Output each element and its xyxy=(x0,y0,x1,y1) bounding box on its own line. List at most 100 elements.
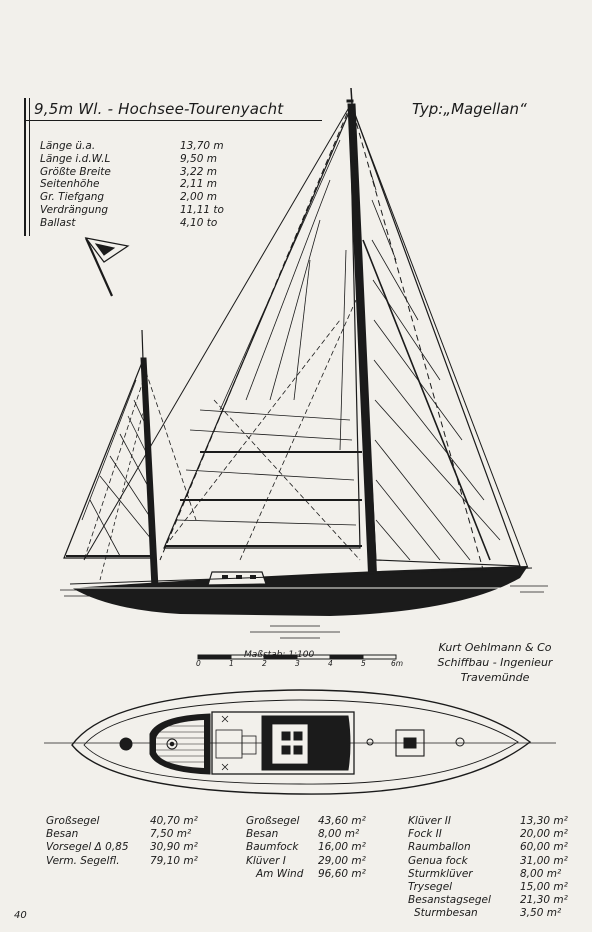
spec-label: Länge ü.a. xyxy=(40,140,96,152)
spec-row: Länge i.d.W.L 9,50 m xyxy=(40,153,250,166)
designer-place: Travemünde xyxy=(460,671,530,684)
rigging xyxy=(83,103,529,581)
spec-label: Seitenhöhe xyxy=(40,178,100,191)
title-underline xyxy=(24,120,322,121)
spec-row: Seitenhöhe 2,11 m xyxy=(40,178,250,191)
sail-name: Besan xyxy=(46,828,79,841)
sail-area: 16,00 m² xyxy=(318,841,366,854)
sail-areas-column-2: Großsegel 43,60 m² Besan 8,00 m² Baumfock 1… xyxy=(246,815,396,881)
scale-label: Maßstab: 1:100 xyxy=(244,650,315,660)
plan-title: 9,5m Wl. - Hochsee-Tourenyacht xyxy=(34,100,284,118)
sail-area-row: Sturmbesan 3,50 m² xyxy=(408,907,584,920)
dimension-table: Länge ü.a. 13,70 m Länge i.d.W.L 9,50 m … xyxy=(40,140,250,230)
sail-area-row: Fock II 20,00 m² xyxy=(408,828,584,841)
scale-tick-label: 3 xyxy=(295,659,300,668)
spec-row: Größte Breite 3,22 m xyxy=(40,166,250,179)
sail-area: 60,00 m² xyxy=(520,841,568,854)
spec-label: Länge i.d.W.L xyxy=(40,152,111,165)
sail-area-row: Verm. Segelfl. 79,10 m² xyxy=(46,855,226,868)
scale-tick-label: 0 xyxy=(196,659,201,668)
sail-area: 96,60 m² xyxy=(318,867,366,880)
sail-area-row: Am Wind 96,60 m² xyxy=(246,868,396,881)
yacht-type: Typ:„Magellan“ xyxy=(412,100,527,118)
spec-row: Länge ü.a. 13,70 m xyxy=(40,140,250,153)
spec-label: Ballast xyxy=(40,216,76,229)
sail-areas-column-3: Klüver II 13,30 m² Fock II 20,00 m² Raumba… xyxy=(408,815,584,921)
sail-area: 15,00 m² xyxy=(520,880,568,893)
sail-name: Am Wind xyxy=(256,867,304,880)
spec-label: Verdrängung xyxy=(40,203,109,216)
scale-ticks: 0 1 2 3 4 5 6m xyxy=(196,659,416,671)
sail-area: 21,30 m² xyxy=(520,894,568,907)
sail-area-row: Besan 8,00 m² xyxy=(246,828,396,841)
sail-area: 3,50 m² xyxy=(520,907,562,920)
designer-credit: Kurt Oehlmann & Co Schiffbau - Ingenieur… xyxy=(420,640,570,685)
sail-area: 8,00 m² xyxy=(520,867,562,880)
sail-area-row: Großsegel 43,60 m² xyxy=(246,815,396,828)
sail-area: 13,30 m² xyxy=(520,815,568,827)
scale-tick-label: 6m xyxy=(391,659,404,668)
spec-row: Verdrängung 11,11 to xyxy=(40,204,250,217)
sail-area: 20,00 m² xyxy=(520,828,568,841)
scale-tick-label: 5 xyxy=(361,659,366,668)
mizzen-sail xyxy=(63,359,197,581)
sail-area: 31,00 m² xyxy=(520,854,568,867)
sail-area-row: Baumfock 16,00 m² xyxy=(246,841,396,854)
scale-tick-label: 1 xyxy=(229,659,234,668)
sail-area-row: Klüver II 13,30 m² xyxy=(408,815,584,828)
page-number: 40 xyxy=(14,910,27,921)
spec-label: Größte Breite xyxy=(40,165,111,178)
spec-label: Gr. Tiefgang xyxy=(40,191,105,204)
sail-area-row: Klüver I 29,00 m² xyxy=(246,855,396,868)
scale-tick-label: 4 xyxy=(328,659,333,668)
title-frame-bar-inner xyxy=(29,98,30,236)
scale-tick-label: 2 xyxy=(262,659,267,668)
sail-name: Fock II xyxy=(408,828,442,841)
sail-name: Sturmbesan xyxy=(414,907,478,920)
jib-sail xyxy=(351,105,521,567)
sail-name: Großsegel xyxy=(246,815,300,827)
sail-area: 43,60 m² xyxy=(318,815,366,827)
sail-area: 79,10 m² xyxy=(150,854,198,867)
spec-value: 2,00 m xyxy=(180,191,217,204)
spec-row: Ballast 4,10 to xyxy=(40,217,250,230)
sail-area: 8,00 m² xyxy=(318,828,360,841)
sail-name: Trysegel xyxy=(408,880,453,893)
sail-name: Klüver II xyxy=(408,815,451,827)
sail-name: Besanstagsegel xyxy=(408,894,491,907)
spec-value: 3,22 m xyxy=(180,165,217,178)
sail-area-row: Trysegel 15,00 m² xyxy=(408,881,584,894)
pennant-flag-icon xyxy=(84,237,130,297)
sail-name: Klüver I xyxy=(246,854,286,867)
spec-value: 13,70 m xyxy=(180,140,224,152)
water-line xyxy=(60,585,548,639)
sail-area: 40,70 m² xyxy=(150,815,198,827)
spec-value: 9,50 m xyxy=(180,152,217,165)
sail-area-row: Besanstagsegel 21,30 m² xyxy=(408,894,584,907)
sail-area-row: Sturmklüver 8,00 m² xyxy=(408,868,584,881)
spec-row: Gr. Tiefgang 2,00 m xyxy=(40,191,250,204)
sail-name: Besan xyxy=(246,828,279,841)
sail-name: Vorsegel Δ 0,85 xyxy=(46,841,129,854)
sail-name: Verm. Segelfl. xyxy=(46,854,120,867)
spec-value: 4,10 to xyxy=(180,216,218,229)
title-frame-bar xyxy=(24,98,26,236)
genoa-sail xyxy=(163,109,362,561)
hull-profile xyxy=(60,566,540,616)
sail-name: Baumfock xyxy=(246,841,299,854)
sail-area-row: Raumballon 60,00 m² xyxy=(408,841,584,854)
spec-value: 2,11 m xyxy=(180,178,217,191)
sail-area: 29,00 m² xyxy=(318,854,366,867)
designer-name: Kurt Oehlmann & Co xyxy=(438,641,552,654)
designer-role: Schiffbau - Ingenieur xyxy=(437,656,553,669)
spec-value: 11,11 to xyxy=(180,203,224,216)
sail-name: Raumballon xyxy=(408,841,471,854)
sail-name: Sturmklüver xyxy=(408,867,473,880)
